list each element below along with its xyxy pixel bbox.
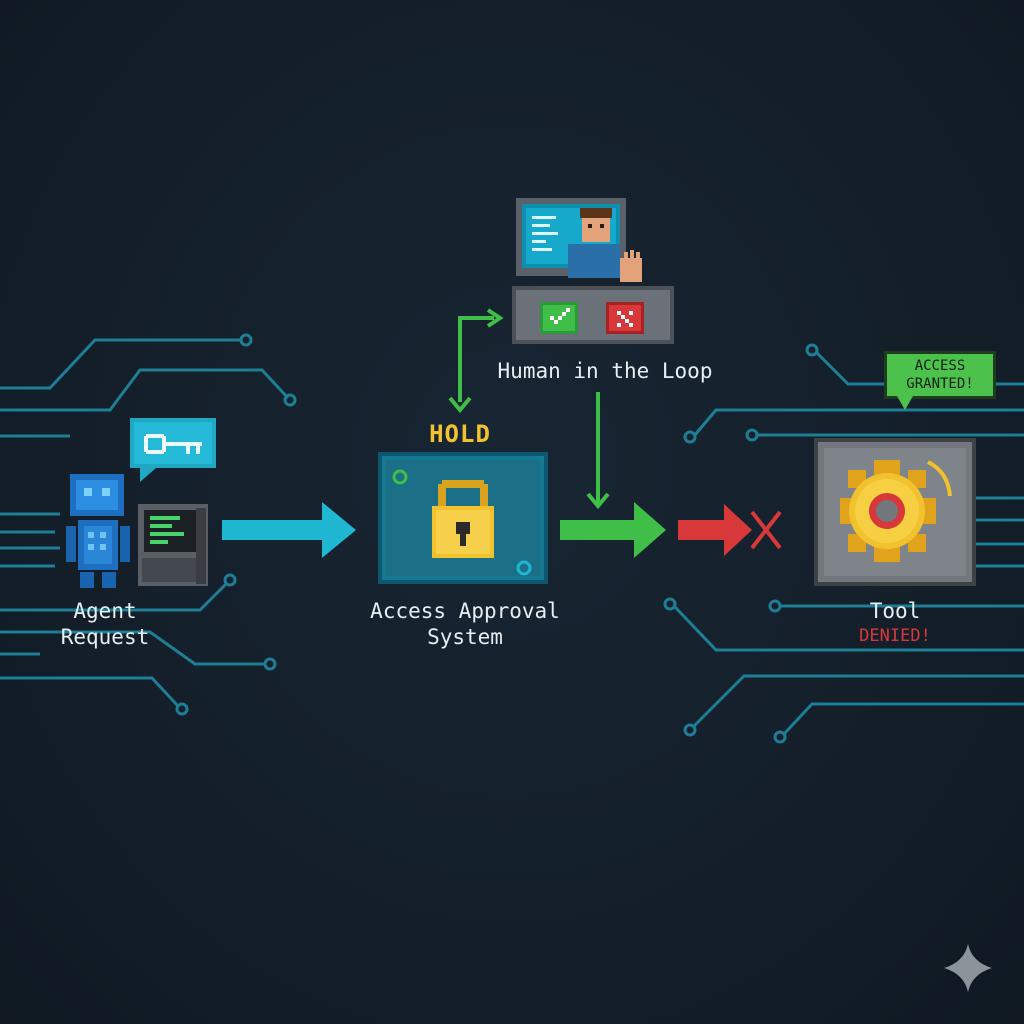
- access-granted-line1: ACCESS: [914, 358, 966, 374]
- request-arrow: [222, 502, 356, 558]
- key-bubble: [130, 418, 216, 482]
- decision-panel: [512, 286, 674, 344]
- access-approval-label: Access Approval System: [340, 598, 590, 650]
- system-label-line1: Access Approval: [370, 599, 560, 623]
- padlock-icon: [432, 480, 494, 558]
- access-granted-bubble: ACCESS GRANTED!: [884, 351, 996, 410]
- sparkle-icon: [944, 944, 992, 992]
- human-decision-arrow: [586, 392, 610, 510]
- human-in-loop-label: Human in the Loop: [497, 359, 713, 383]
- key-icon: [144, 434, 202, 454]
- approved-arrow: [560, 502, 666, 558]
- bubble-tail: [897, 396, 913, 410]
- approval-loop-arrow: [448, 308, 504, 414]
- tool-box: [814, 438, 976, 586]
- checkmark-icon: [550, 308, 570, 324]
- access-granted-line2: GRANTED!: [906, 376, 974, 392]
- terminal-icon: [138, 504, 208, 586]
- robot-icon: [66, 474, 130, 588]
- human-operator-icon: [516, 198, 642, 282]
- denied-status: DENIED!: [859, 626, 931, 646]
- deny-x-icon: [750, 510, 782, 550]
- gear-icon: [840, 460, 952, 562]
- hold-status: HOLD: [429, 420, 491, 448]
- tool-label: Tool: [869, 599, 921, 623]
- cross-icon: [617, 311, 633, 327]
- agent-request-label: Agent Request: [40, 598, 170, 650]
- agent-label-line2: Request: [60, 625, 150, 649]
- denied-arrow: [678, 504, 782, 556]
- reject-button[interactable]: [606, 302, 644, 334]
- access-approval-box: [378, 452, 548, 584]
- system-label-line2: System: [427, 625, 503, 649]
- agent-label-line1: Agent: [73, 599, 137, 623]
- approve-button[interactable]: [540, 302, 578, 334]
